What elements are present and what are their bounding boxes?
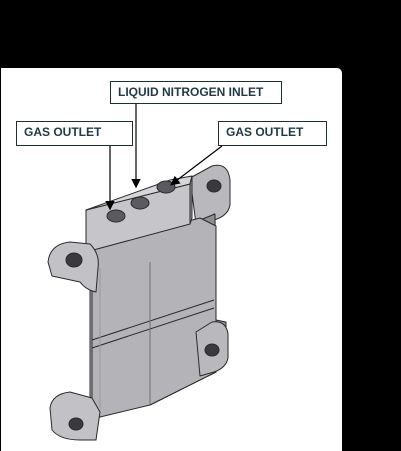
left-upper-ear-hole — [65, 252, 83, 268]
top-right-ear-hole — [206, 179, 222, 193]
liquid-nitrogen-inlet-label: LIQUID NITROGEN INLET — [110, 81, 282, 104]
manifold-block — [47, 164, 231, 441]
gas-outlet-right-label: GAS OUTLET — [218, 121, 327, 146]
top-bar-right — [189, 175, 193, 225]
right-lower-ear-hole — [204, 343, 220, 357]
main-front-face — [89, 217, 217, 419]
top-right-ear — [189, 164, 231, 225]
left-lower-ear-hole — [68, 417, 84, 431]
gas-outlet-left-hole — [106, 209, 126, 223]
gas-outlet-left-label: GAS OUTLET — [16, 121, 133, 146]
liquid-nitrogen-inlet-hole — [130, 196, 150, 210]
gas-outlet-right-hole — [156, 180, 176, 194]
callout-arrows — [105, 104, 223, 211]
right-outlet-arrow — [170, 145, 223, 186]
left-lower-ear — [49, 391, 101, 441]
